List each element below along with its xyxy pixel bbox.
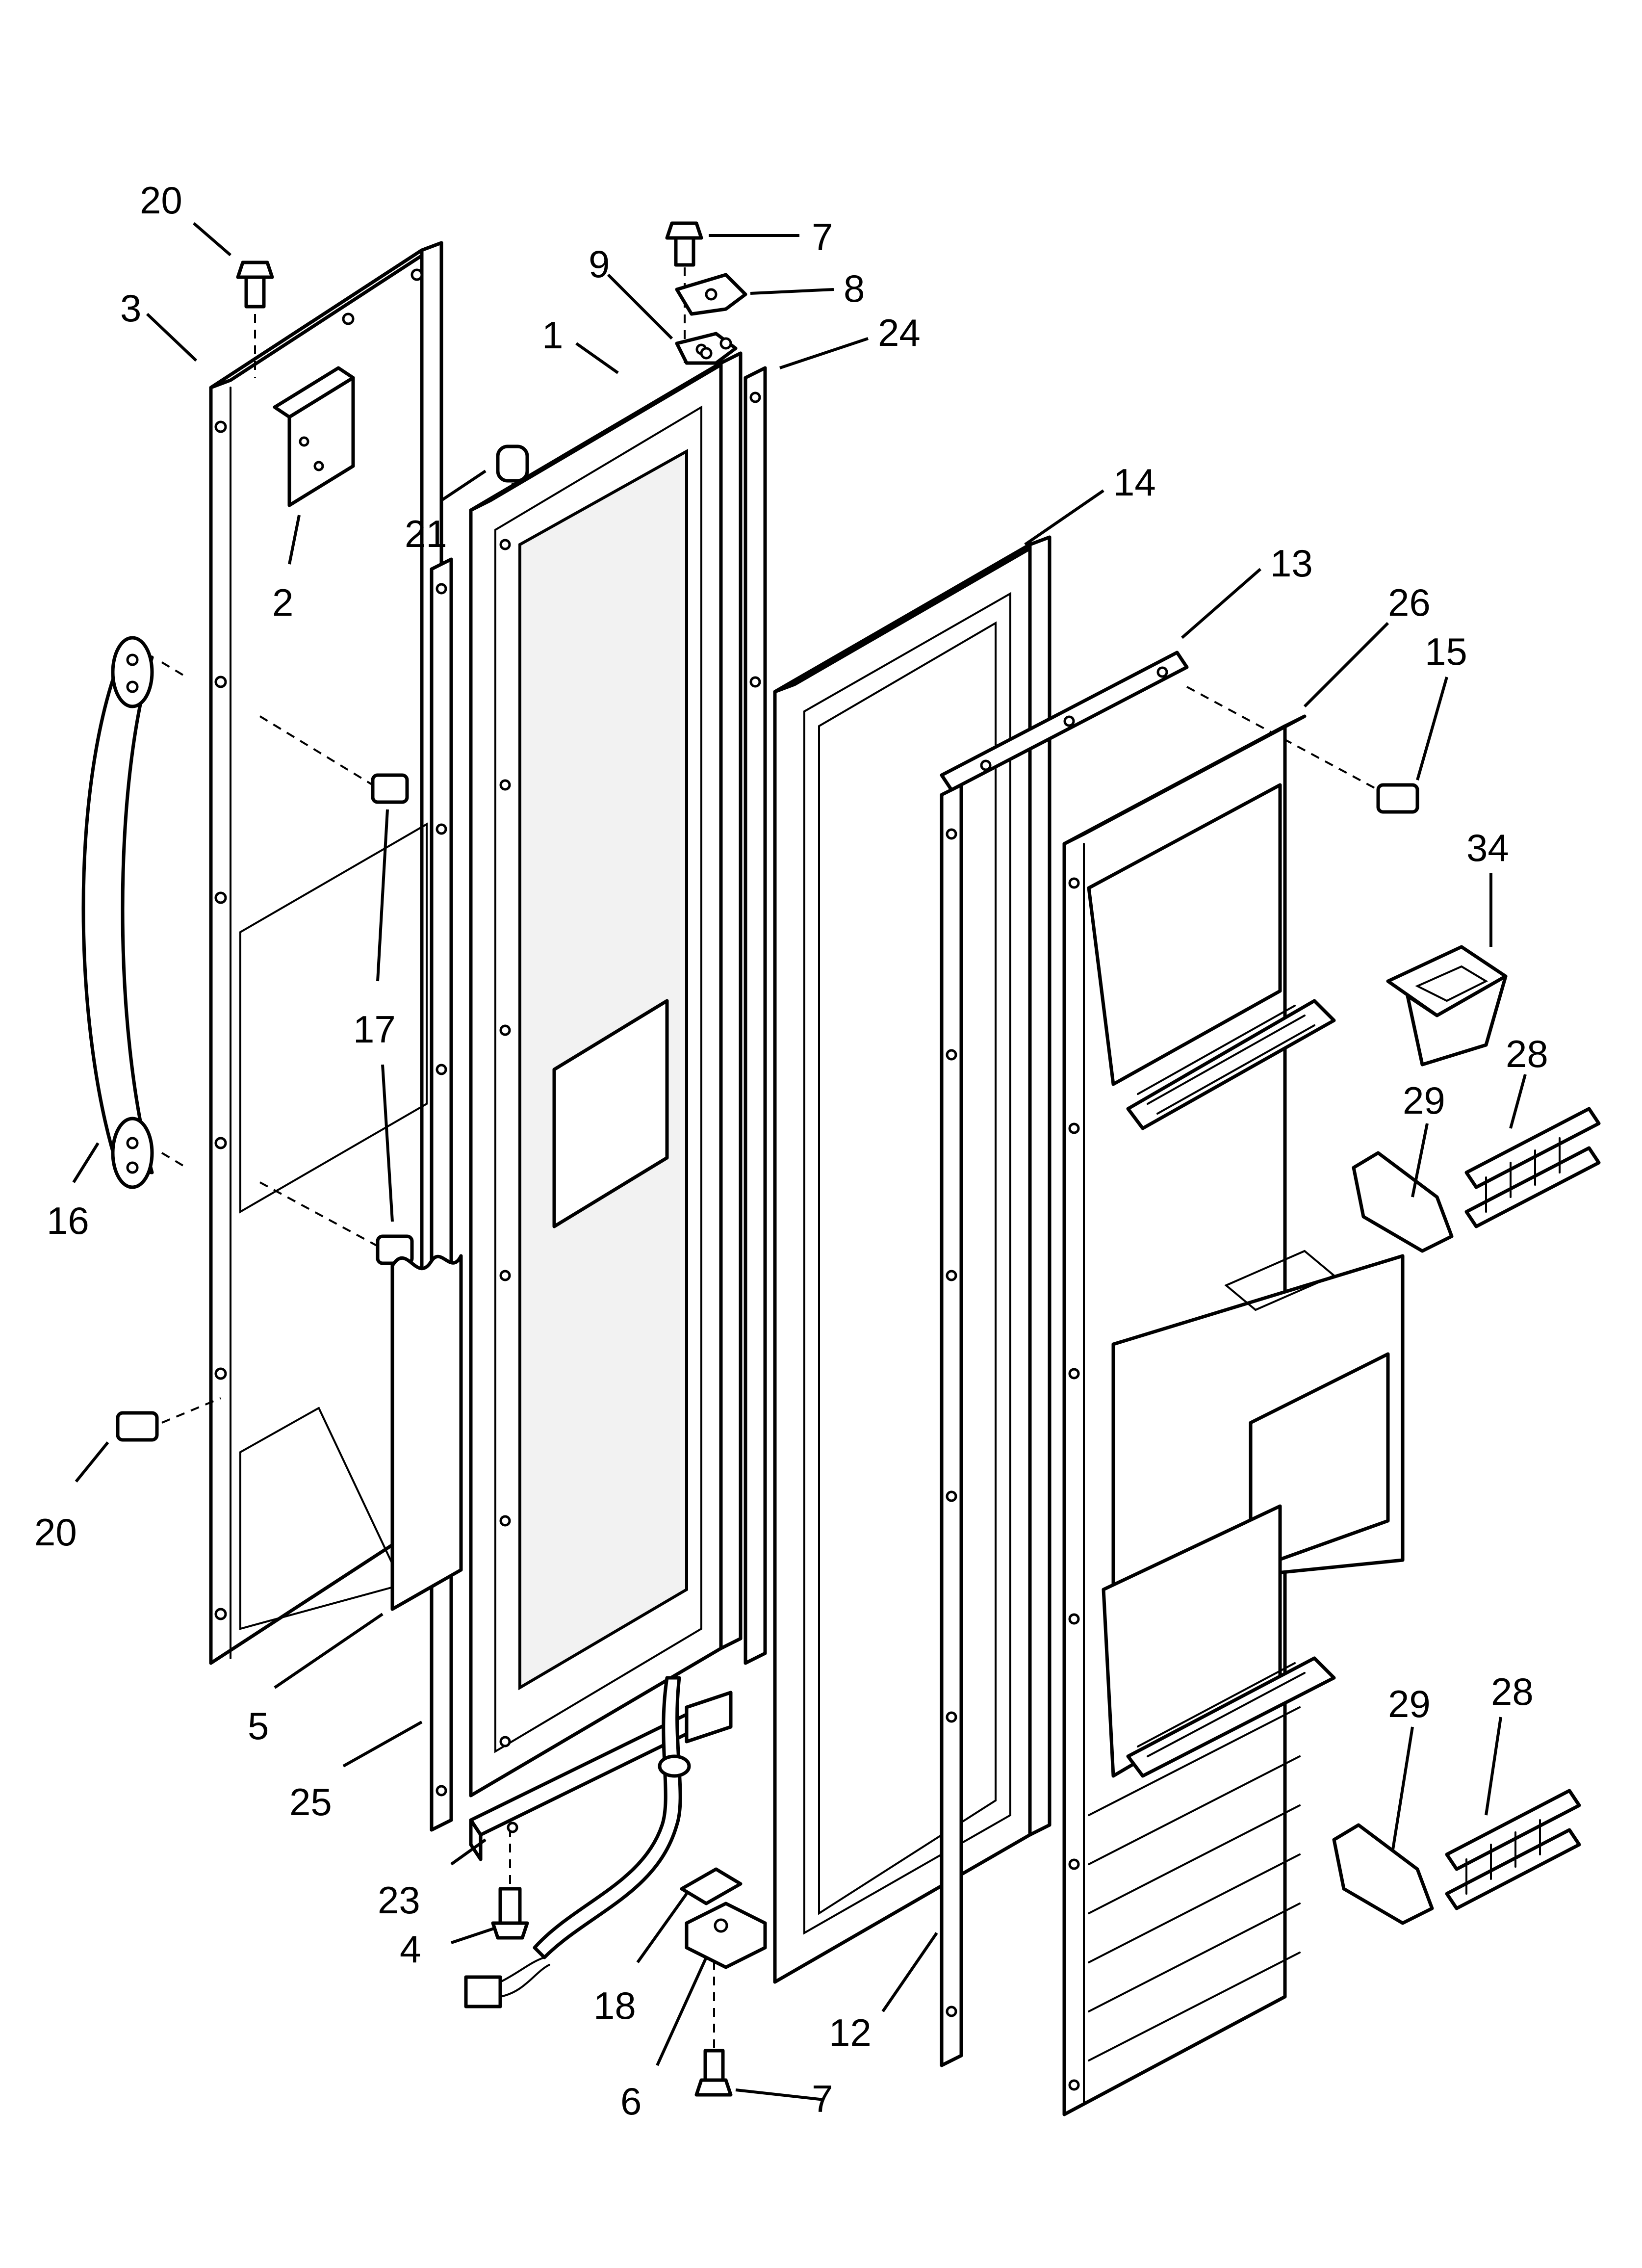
callout-12: 12 bbox=[829, 2011, 872, 2054]
screw-7-top bbox=[665, 221, 703, 363]
callout-6: 6 bbox=[620, 2080, 641, 2123]
insulation-sheet bbox=[390, 1254, 463, 1611]
callout-2: 2 bbox=[272, 581, 293, 624]
door-handle bbox=[81, 636, 187, 1189]
callout-21: 21 bbox=[405, 512, 447, 555]
bottom-bracket bbox=[469, 1691, 733, 1861]
screw-4 bbox=[491, 1825, 529, 1940]
callout-7-top: 7 bbox=[812, 215, 833, 259]
bottom-hinge-shim bbox=[680, 1867, 743, 1905]
callout-25: 25 bbox=[289, 1780, 332, 1824]
callout-17: 17 bbox=[353, 1008, 396, 1051]
callout-20-lower: 20 bbox=[34, 1511, 77, 1554]
screw-20-lower bbox=[116, 1397, 221, 1442]
callout-29-upper: 29 bbox=[1403, 1079, 1445, 1122]
callout-8: 8 bbox=[844, 267, 865, 310]
door-gasket bbox=[773, 535, 1052, 1984]
callout-7-bottom: 7 bbox=[812, 2077, 833, 2120]
callout-3: 3 bbox=[120, 287, 141, 330]
callout-24: 24 bbox=[878, 311, 921, 354]
callout-28-upper: 28 bbox=[1506, 1032, 1548, 1075]
door-bracket bbox=[273, 366, 355, 507]
callout-14: 14 bbox=[1113, 461, 1156, 504]
callout-labels: 20 3 2 16 17 20 5 25 21 1 9 7 8 24 14 13… bbox=[34, 179, 1548, 2123]
seal-strip bbox=[430, 557, 453, 1832]
water-tube bbox=[464, 1676, 691, 2008]
grille-upper bbox=[1464, 1107, 1601, 1228]
callout-15: 15 bbox=[1425, 630, 1467, 673]
callout-20-top: 20 bbox=[140, 179, 182, 222]
screw-17-upper bbox=[259, 715, 409, 804]
door-liner bbox=[469, 337, 743, 1798]
callout-34: 34 bbox=[1466, 826, 1509, 869]
actuator-lower bbox=[1332, 1823, 1434, 1925]
callout-23: 23 bbox=[378, 1878, 420, 1922]
grille-lower bbox=[1445, 1789, 1581, 1910]
callout-18: 18 bbox=[593, 1984, 636, 2027]
callout-4: 4 bbox=[400, 1928, 421, 1971]
screw-20-top bbox=[236, 261, 274, 378]
bottom-hinge bbox=[685, 1902, 767, 1969]
top-hinge-plate bbox=[675, 273, 747, 316]
screw-15 bbox=[1186, 686, 1419, 814]
callout-16: 16 bbox=[47, 1199, 89, 1242]
callout-9: 9 bbox=[589, 242, 610, 286]
seal-strip-right bbox=[744, 366, 767, 1665]
leader-lines bbox=[72, 222, 1527, 2101]
seal-strip-front bbox=[940, 783, 963, 2067]
top-trim bbox=[940, 651, 1189, 792]
dispenser-cup bbox=[1386, 945, 1508, 1067]
callout-1: 1 bbox=[542, 313, 563, 357]
callout-28-lower: 28 bbox=[1491, 1670, 1534, 1713]
callout-26: 26 bbox=[1388, 581, 1431, 624]
dispenser-liner bbox=[1062, 714, 1405, 2116]
callout-29-lower: 29 bbox=[1388, 1682, 1431, 1725]
actuator-upper bbox=[1352, 1151, 1454, 1253]
callout-5: 5 bbox=[248, 1704, 269, 1747]
screw-7-bottom bbox=[694, 1953, 733, 2097]
callout-13: 13 bbox=[1270, 542, 1313, 585]
